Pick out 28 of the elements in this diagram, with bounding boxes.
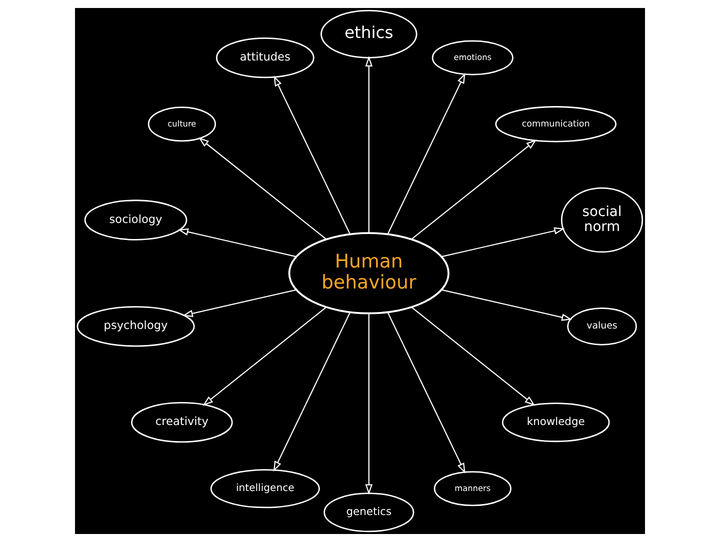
node-ellipse: creativity — [131, 402, 233, 443]
node-ellipse: Human behaviour — [288, 232, 450, 314]
arrow — [411, 306, 536, 406]
node-ellipse: communication — [495, 106, 617, 142]
arrow — [274, 76, 351, 234]
node-ellipse: culture — [148, 106, 216, 142]
arrow — [387, 312, 466, 474]
node-ellipse: knowledge — [502, 402, 610, 442]
arrow — [365, 313, 373, 495]
node-ellipse: emotions — [432, 40, 514, 76]
node-ellipse: values — [567, 308, 637, 346]
arrow — [182, 289, 297, 318]
node-ellipse: genetics — [324, 492, 414, 532]
arrow — [273, 312, 351, 472]
arrow — [178, 228, 297, 258]
arrow — [411, 139, 537, 240]
node-ellipse: intelligence — [210, 469, 320, 508]
arrow — [202, 306, 327, 406]
node-ellipse: attitudes — [216, 37, 314, 78]
arrow — [441, 227, 565, 258]
node-ellipse: sociology — [84, 200, 188, 240]
node-ellipse: manners — [434, 471, 512, 506]
arrow — [441, 289, 572, 321]
node-ellipse: ethics — [320, 10, 418, 58]
arrow — [365, 56, 373, 234]
arrow — [387, 72, 466, 234]
node-ellipse: social norm — [560, 187, 644, 253]
arrow — [198, 137, 327, 240]
